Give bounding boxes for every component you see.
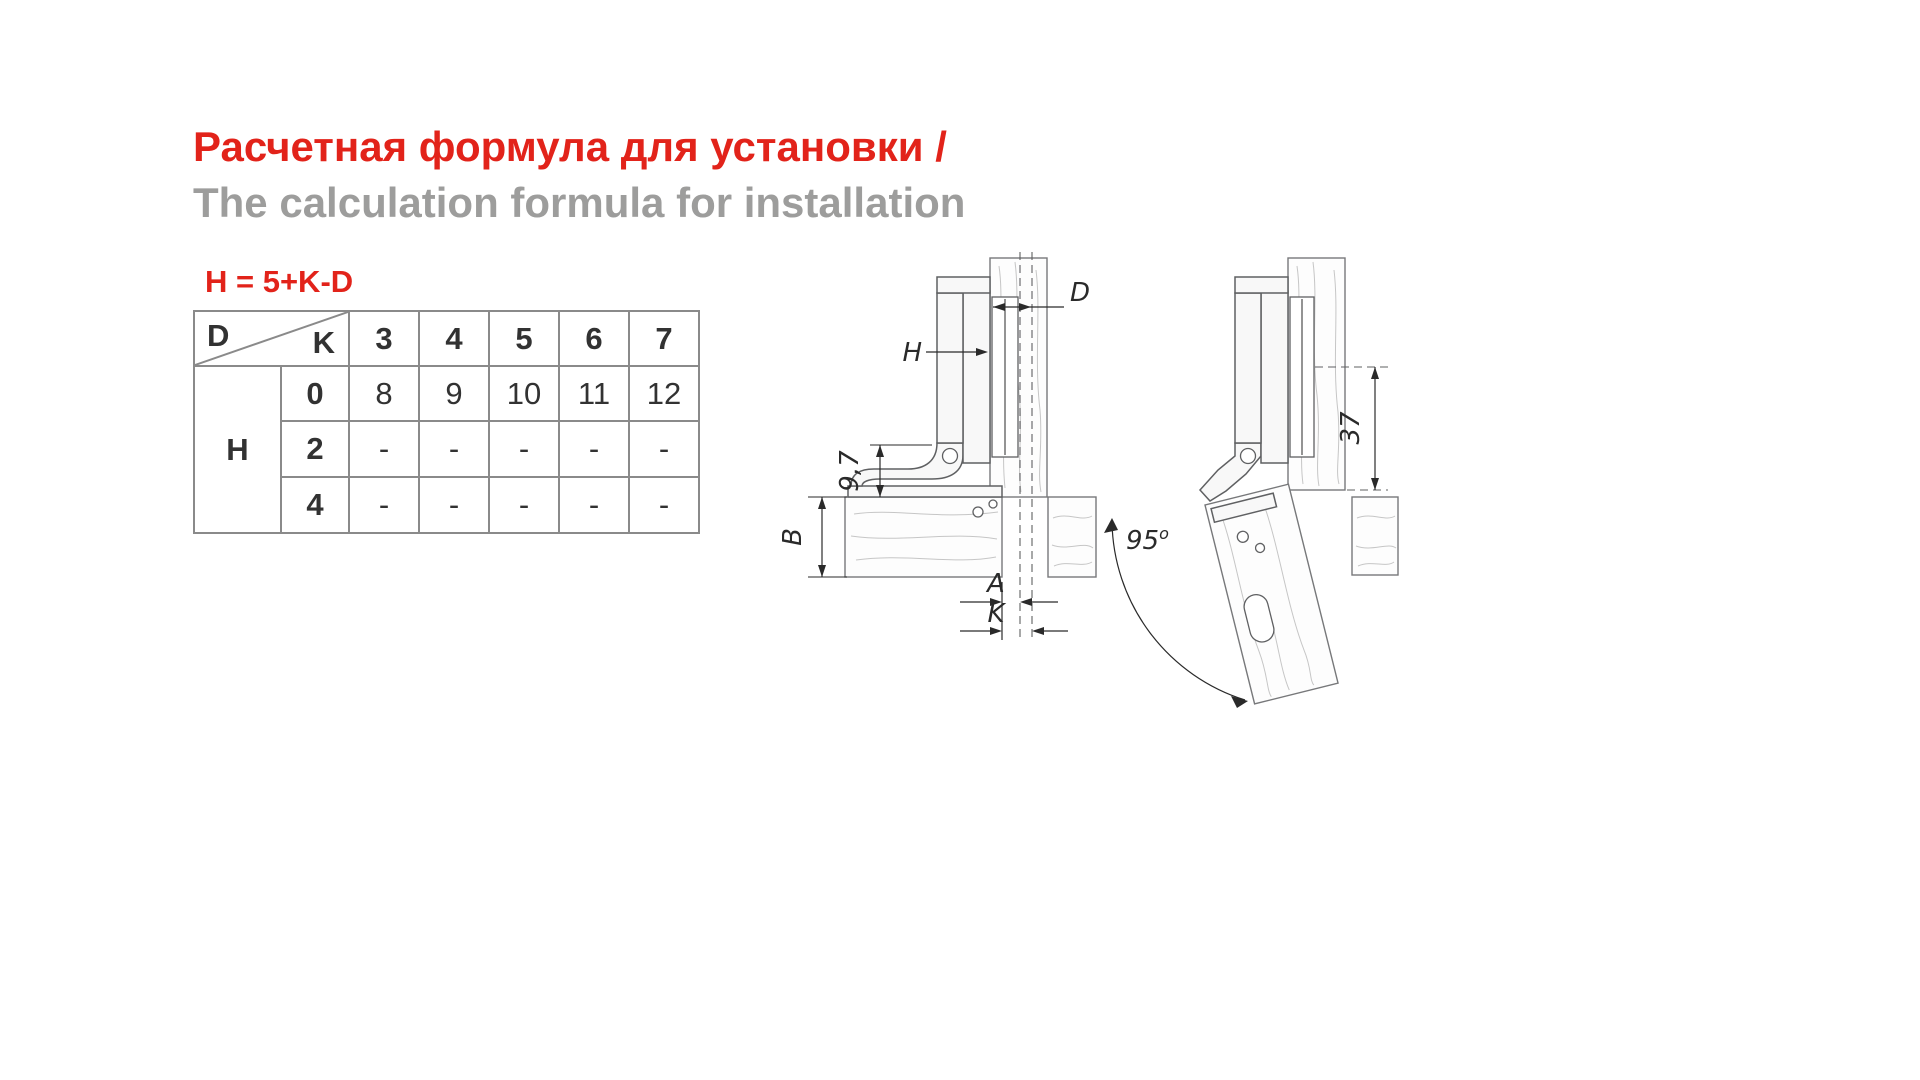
cup-flange (1260, 290, 1289, 464)
table-row-label: 4 (282, 478, 350, 534)
table-value-cell: 11 (560, 367, 630, 422)
corner-label-k: K (312, 325, 335, 360)
table-value-cell: - (420, 422, 490, 478)
table-row-label: 0 (282, 367, 350, 422)
hinge-closed-hardware (847, 276, 1019, 518)
table-col-header: 4 (420, 312, 490, 367)
panel-slot (1243, 594, 1275, 643)
table-col-header: 7 (630, 312, 700, 367)
dimension-b: B (778, 496, 847, 578)
table-col-header: 6 (560, 312, 630, 367)
hinge-arm-cap (936, 276, 991, 294)
dimension-d: D (993, 278, 1090, 311)
table-row-label: 2 (282, 422, 350, 478)
dim-label-k: K (987, 599, 1006, 629)
dimension-k: K (960, 599, 1068, 635)
table-value-cell: 12 (630, 367, 700, 422)
opened-side-panel (1204, 483, 1339, 705)
plate-screw (1236, 530, 1249, 543)
table-value-cell: 8 (350, 367, 420, 422)
table-col-header: 3 (350, 312, 420, 367)
dimension-h: H (902, 338, 988, 368)
page-title-en: The calculation formula for installation (193, 179, 966, 226)
table-row-group-label: H (195, 367, 282, 534)
table-value-cell: - (490, 422, 560, 478)
table-value-cell: 10 (490, 367, 560, 422)
table-value-cell: - (630, 478, 700, 534)
table-value-cell: - (490, 478, 560, 534)
dim-label-9-7: 9,7 (835, 450, 865, 492)
dim-label-h: H (902, 338, 922, 368)
angle-label: 95o (1126, 524, 1169, 556)
table-value-cell: - (350, 478, 420, 534)
table-corner-cell: D K (195, 312, 350, 367)
cabinet-panel (844, 496, 1097, 578)
calculation-table: D K 3 4 5 6 7 H 0 8 9 10 11 12 2 - - - -… (193, 310, 700, 534)
page-title-ru: Расчетная формула для установки / (193, 123, 947, 170)
dimension-9-7: 9,7 (835, 444, 932, 497)
hinge-foot (850, 442, 964, 487)
mounting-plate (847, 485, 1003, 498)
arm-screw (1239, 447, 1257, 465)
plate-screw (1254, 542, 1266, 554)
arm-screw (941, 447, 959, 465)
mounting-plate-open (1210, 492, 1278, 524)
table-col-header: 5 (490, 312, 560, 367)
table-value-cell: - (630, 422, 700, 478)
cup-flange (962, 290, 991, 464)
hinge-arm (1234, 292, 1262, 444)
plate-screw (972, 506, 984, 518)
opening-angle: 95o (1104, 518, 1248, 708)
dim-label-37: 37 (1336, 411, 1366, 445)
formula-text: H = 5+K-D (205, 264, 354, 299)
table-value-cell: - (420, 478, 490, 534)
diagram-hinge-open: 37 95o (1104, 257, 1399, 708)
table-value-cell: - (560, 422, 630, 478)
hinge-open-hardware (1198, 276, 1315, 502)
dim-label-b: B (778, 528, 808, 546)
dimension-a: A (960, 569, 1058, 640)
dim-label-d: D (1070, 278, 1090, 308)
dimension-37: 37 (1315, 366, 1388, 491)
plate-screw (988, 499, 998, 509)
table-value-cell: - (560, 478, 630, 534)
hinge-arm (936, 292, 964, 444)
hinge-arm-cap (1234, 276, 1289, 294)
table-value-cell: 9 (420, 367, 490, 422)
corner-diagonal-line (195, 312, 348, 365)
dim-label-a: A (985, 569, 1005, 599)
table-value-cell: - (350, 422, 420, 478)
corner-label-d: D (207, 318, 230, 353)
hinge-diagrams: D H 9,7 B (778, 252, 1399, 708)
diagram-hinge-closed: D H 9,7 B (778, 252, 1097, 640)
